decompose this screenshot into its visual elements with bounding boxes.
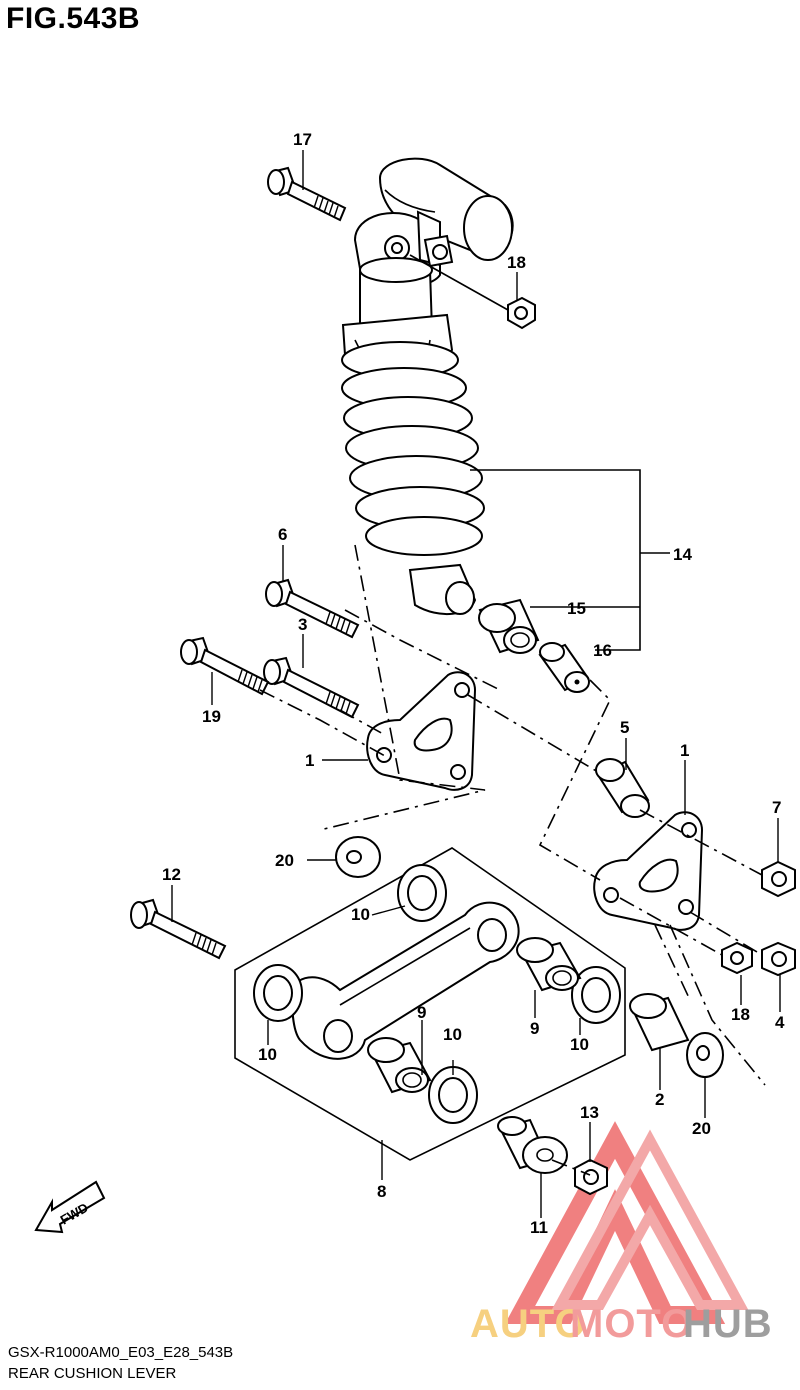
leader-lines xyxy=(171,150,781,1218)
part-18-nut-lower xyxy=(721,941,753,975)
part-13-nut xyxy=(574,1158,608,1196)
part-8-cushion-lever xyxy=(290,901,520,1060)
part-9-bearing-right xyxy=(516,937,582,992)
part-10-seal-b xyxy=(253,964,303,1022)
watermark-hub: HUB xyxy=(683,1302,773,1346)
callout-5: 5 xyxy=(620,718,629,737)
callout-17: 17 xyxy=(293,130,312,149)
callout-18: 18 xyxy=(731,1005,750,1024)
callout-4: 4 xyxy=(775,1013,785,1032)
assembly-line xyxy=(344,609,501,691)
callout-6: 6 xyxy=(278,525,287,544)
callout-7: 7 xyxy=(772,798,781,817)
assembly-line xyxy=(654,924,691,1001)
part-6-bolt xyxy=(265,578,360,639)
assembly-line xyxy=(339,709,386,736)
callout-1: 1 xyxy=(680,741,689,760)
watermark-auto: AUTO xyxy=(470,1302,587,1346)
spring-coils xyxy=(341,341,485,556)
part-18-nut-top xyxy=(507,296,536,330)
part-15-bushing xyxy=(478,598,540,654)
model-code: GSX-R1000AM0_E03_E28_543B xyxy=(8,1344,234,1361)
callout-13: 13 xyxy=(580,1103,599,1122)
callout-labels: 17 18 14 15 16 6 3 19 1 5 1 7 20 12 10 1… xyxy=(162,130,785,1237)
assembly-line xyxy=(538,679,611,881)
part-20-washer-left xyxy=(335,836,381,878)
part-4-nut xyxy=(761,941,796,977)
part-10-seal-d xyxy=(428,1066,478,1124)
callout-12: 12 xyxy=(162,865,181,884)
assembly-line xyxy=(619,897,723,956)
assembly-line xyxy=(551,1159,591,1176)
part-2-spacer xyxy=(629,993,690,1052)
part-16-spacer xyxy=(538,642,590,693)
assembly-line xyxy=(639,809,763,876)
assembly-line xyxy=(259,689,386,757)
assembly-line xyxy=(319,544,486,831)
callout-16: 16 xyxy=(593,641,612,660)
callout-20: 20 xyxy=(275,851,294,870)
part-5-spacer xyxy=(595,758,650,818)
assembly-line xyxy=(689,911,763,956)
callout-8: 8 xyxy=(377,1182,386,1201)
callout-18: 18 xyxy=(507,253,526,272)
part-17-bolt xyxy=(267,166,347,222)
figure-caption: REAR CUSHION LEVER xyxy=(8,1365,177,1382)
assembly-line xyxy=(669,924,766,1086)
part-7-nut xyxy=(761,860,796,898)
callout-15: 15 xyxy=(567,599,586,618)
figure-title: FIG.543B xyxy=(6,2,141,35)
part-1-bracket-left xyxy=(366,671,477,791)
part-11-collar xyxy=(497,1116,568,1174)
part-19-bolt xyxy=(180,636,270,696)
assembly-line xyxy=(467,694,599,773)
fwd-arrow-icon: FWD xyxy=(34,1180,106,1234)
callout-10: 10 xyxy=(443,1025,462,1044)
watermark-moto: MOTO xyxy=(570,1302,693,1346)
rear-shock-absorber xyxy=(341,157,514,616)
callout-9: 9 xyxy=(417,1003,426,1022)
part-10-seal-c xyxy=(571,966,621,1024)
part-8-group-outline xyxy=(234,847,626,1161)
part-9-bearing-left xyxy=(367,1037,432,1094)
callout-10: 10 xyxy=(258,1045,277,1064)
part-20-washer-right xyxy=(686,1032,724,1078)
callout-3: 3 xyxy=(298,615,307,634)
callout-11: 11 xyxy=(530,1218,548,1237)
callout-14: 14 xyxy=(673,545,692,564)
part-12-bolt xyxy=(130,898,227,960)
part-3-bolt xyxy=(263,656,360,719)
part-10-seal-a xyxy=(397,864,447,922)
callout-9: 9 xyxy=(530,1019,539,1038)
callout-1: 1 xyxy=(305,751,314,770)
callout-20: 20 xyxy=(692,1119,711,1138)
part-1-bracket-right xyxy=(593,811,704,931)
callout-19: 19 xyxy=(202,707,221,726)
callout-2: 2 xyxy=(655,1090,664,1109)
callout-10: 10 xyxy=(570,1035,589,1054)
watermark-logo: AUTO MOTO HUB xyxy=(470,1121,773,1346)
callout-10: 10 xyxy=(351,905,370,924)
